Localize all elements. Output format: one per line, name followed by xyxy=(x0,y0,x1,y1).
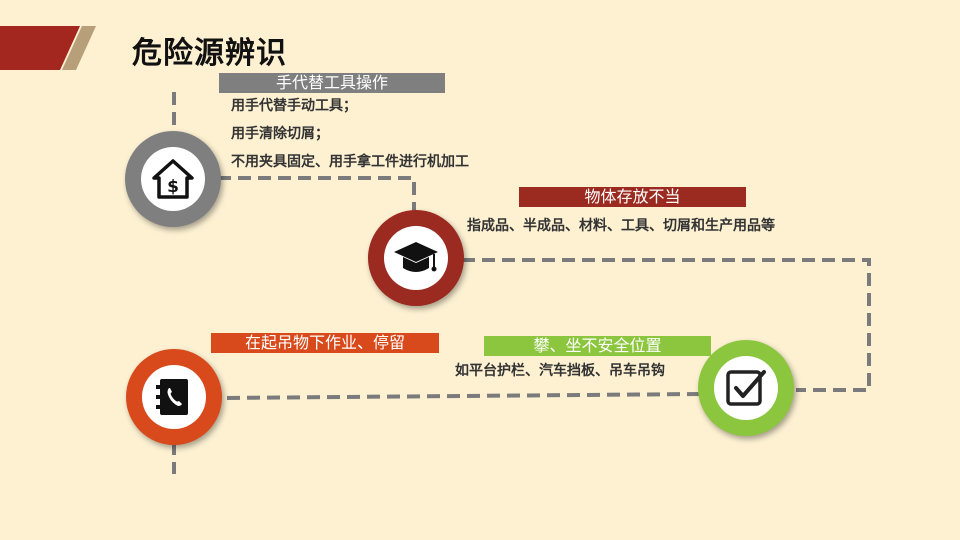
item-circle-green xyxy=(698,340,794,436)
checkbox-icon xyxy=(726,370,766,406)
item-circle-red xyxy=(368,210,464,306)
house-dollar-icon: $ xyxy=(152,159,194,199)
item-detail: 指成品、半成品、材料、工具、切屑和生产用品等 xyxy=(467,218,775,234)
item-detail: 如平台护栏、汽车挡板、吊车吊钩 xyxy=(455,363,665,379)
slide-title: 危险源辨识 xyxy=(132,36,287,71)
phone-book-icon xyxy=(156,379,188,415)
item-detail: 用手代替手动工具； xyxy=(231,98,357,114)
item-label-storage: 物体存放不当 xyxy=(519,187,746,207)
item-detail: 不用夹具固定、用手拿工件进行机加工 xyxy=(231,154,469,170)
item-circle-orange xyxy=(126,349,222,445)
item-label-hand-tools: 手代替工具操作 xyxy=(219,73,445,93)
item-circle-gray: $ xyxy=(125,131,221,227)
item-label-under-load: 在起吊物下作业、停留 xyxy=(211,333,439,353)
svg-text:$: $ xyxy=(167,177,179,197)
item-detail: 用手清除切屑； xyxy=(231,126,329,142)
graduation-cap-icon xyxy=(394,242,438,272)
item-label-unsafe-position: 攀、坐不安全位置 xyxy=(484,336,711,356)
